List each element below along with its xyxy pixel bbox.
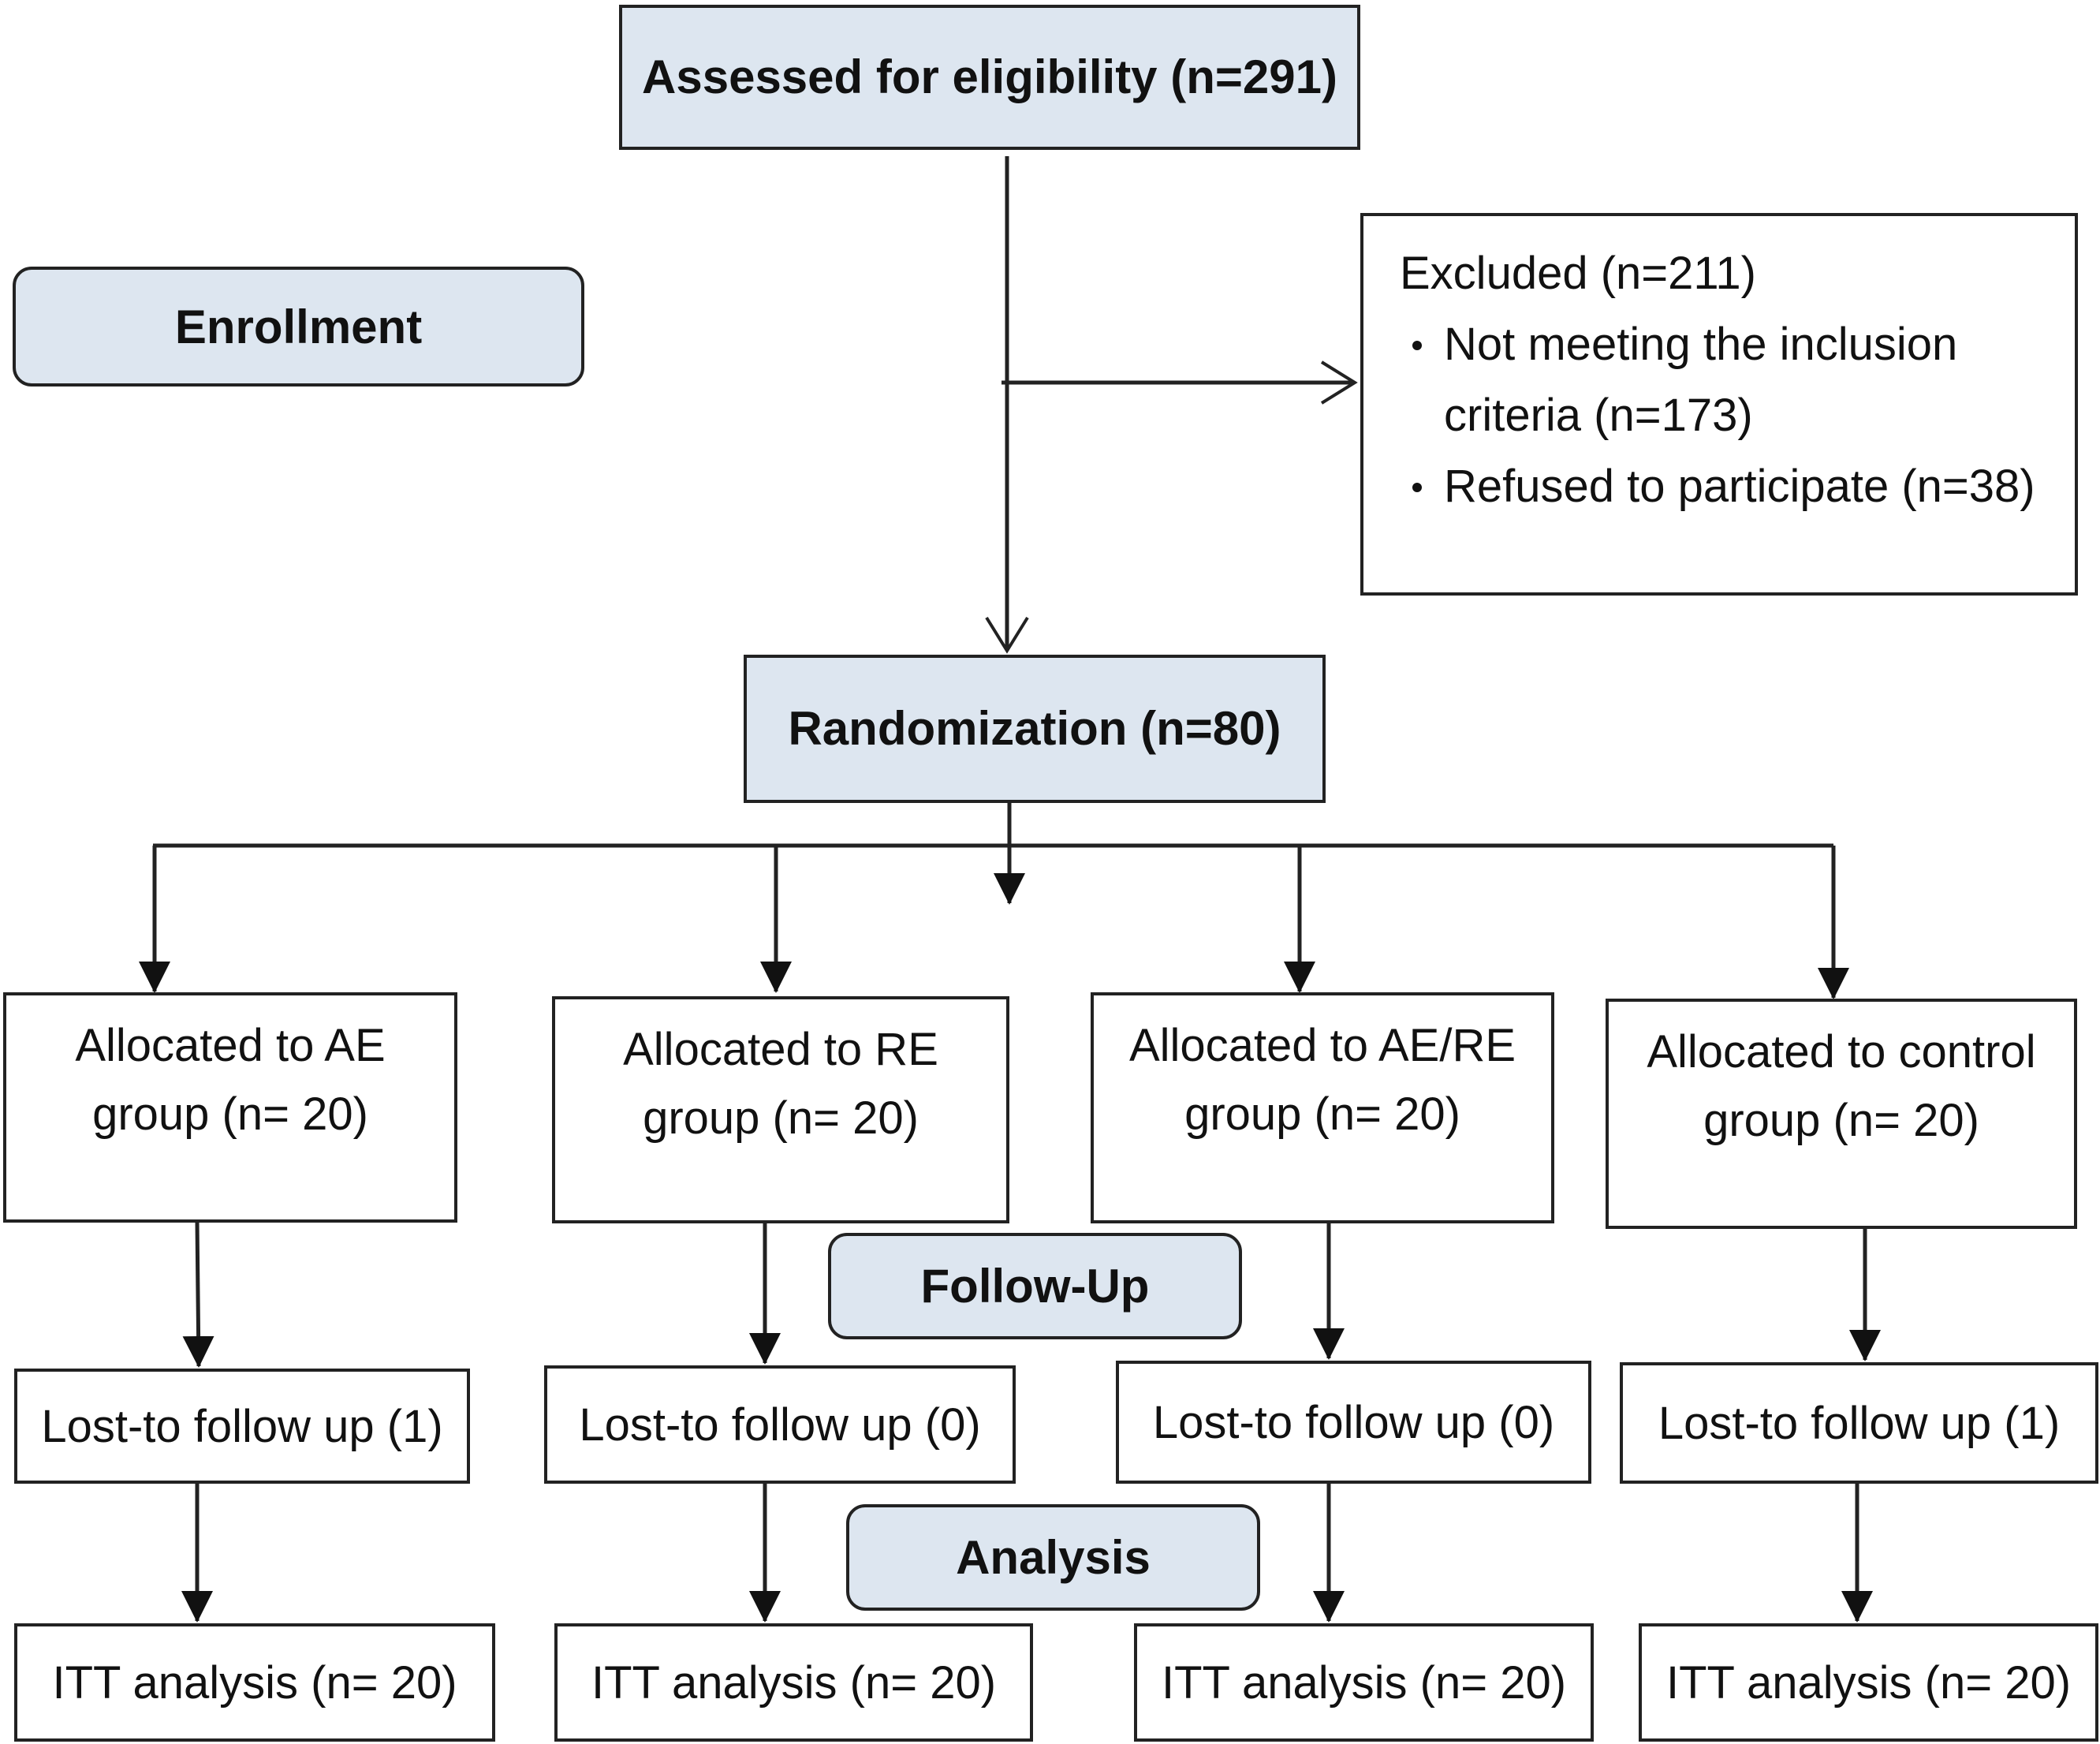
itt-label: ITT analysis (n= 20) — [1161, 1656, 1567, 1709]
randomization-label: Randomization (n=80) — [788, 702, 1281, 755]
excluded-list: Not meeting the inclusion criteria (n=17… — [1400, 309, 2043, 522]
lost-box-ae-re: Lost-to follow up (0) — [1116, 1361, 1591, 1484]
allocation-box-control: Allocated to control group (n= 20) — [1606, 999, 2077, 1229]
lost-box-re: Lost-to follow up (0) — [544, 1365, 1016, 1484]
itt-box-ae: ITT analysis (n= 20) — [14, 1623, 495, 1742]
lost-label: Lost-to follow up (0) — [579, 1399, 981, 1451]
excluded-title: Excluded (n=211) — [1400, 248, 1756, 299]
arrow-alloc-to-lost-1 — [182, 1222, 214, 1368]
lost-label: Lost-to follow up (1) — [41, 1400, 443, 1452]
lost-box-ae: Lost-to follow up (1) — [14, 1369, 470, 1484]
itt-box-ae-re: ITT analysis (n= 20) — [1134, 1623, 1594, 1742]
stage-analysis: Analysis — [846, 1504, 1260, 1611]
stage-follow-up-label: Follow-Up — [920, 1260, 1150, 1313]
itt-label: ITT analysis (n= 20) — [52, 1656, 457, 1709]
stage-follow-up: Follow-Up — [828, 1233, 1242, 1339]
assessed-box: Assessed for eligibility (n=291) — [619, 5, 1360, 150]
allocation-box-ae-re: Allocated to AE/RE group (n= 20) — [1091, 992, 1554, 1223]
itt-label: ITT analysis (n= 20) — [591, 1656, 997, 1709]
lost-label: Lost-to follow up (1) — [1658, 1397, 2061, 1449]
allocation-label: Allocated to AE group (n= 20) — [75, 1020, 386, 1140]
itt-box-re: ITT analysis (n= 20) — [554, 1623, 1033, 1742]
itt-label: ITT analysis (n= 20) — [1665, 1656, 2072, 1709]
excluded-box: Excluded (n=211) Not meeting the inclusi… — [1360, 213, 2078, 596]
allocation-box-re: Allocated to RE group (n= 20) — [552, 996, 1009, 1223]
excluded-item: Refused to participate (n=38) — [1412, 451, 2043, 522]
stage-enrollment: Enrollment — [13, 267, 584, 387]
allocation-label: Allocated to RE group (n= 20) — [623, 1024, 938, 1144]
lost-box-control: Lost-to follow up (1) — [1620, 1362, 2098, 1484]
allocation-box-ae: Allocated to AE group (n= 20) — [3, 992, 457, 1223]
excluded-item: Not meeting the inclusion criteria (n=17… — [1412, 309, 2043, 451]
stage-enrollment-label: Enrollment — [174, 300, 423, 353]
allocation-label: Allocated to control group (n= 20) — [1647, 1026, 2036, 1146]
randomization-box: Randomization (n=80) — [744, 655, 1326, 803]
itt-box-control: ITT analysis (n= 20) — [1639, 1623, 2098, 1742]
assessed-label: Assessed for eligibility (n=291) — [642, 50, 1337, 103]
lost-label: Lost-to follow up (0) — [1152, 1396, 1555, 1448]
allocation-label: Allocated to AE/RE group (n= 20) — [1128, 1020, 1516, 1140]
stage-analysis-label: Analysis — [956, 1531, 1151, 1584]
